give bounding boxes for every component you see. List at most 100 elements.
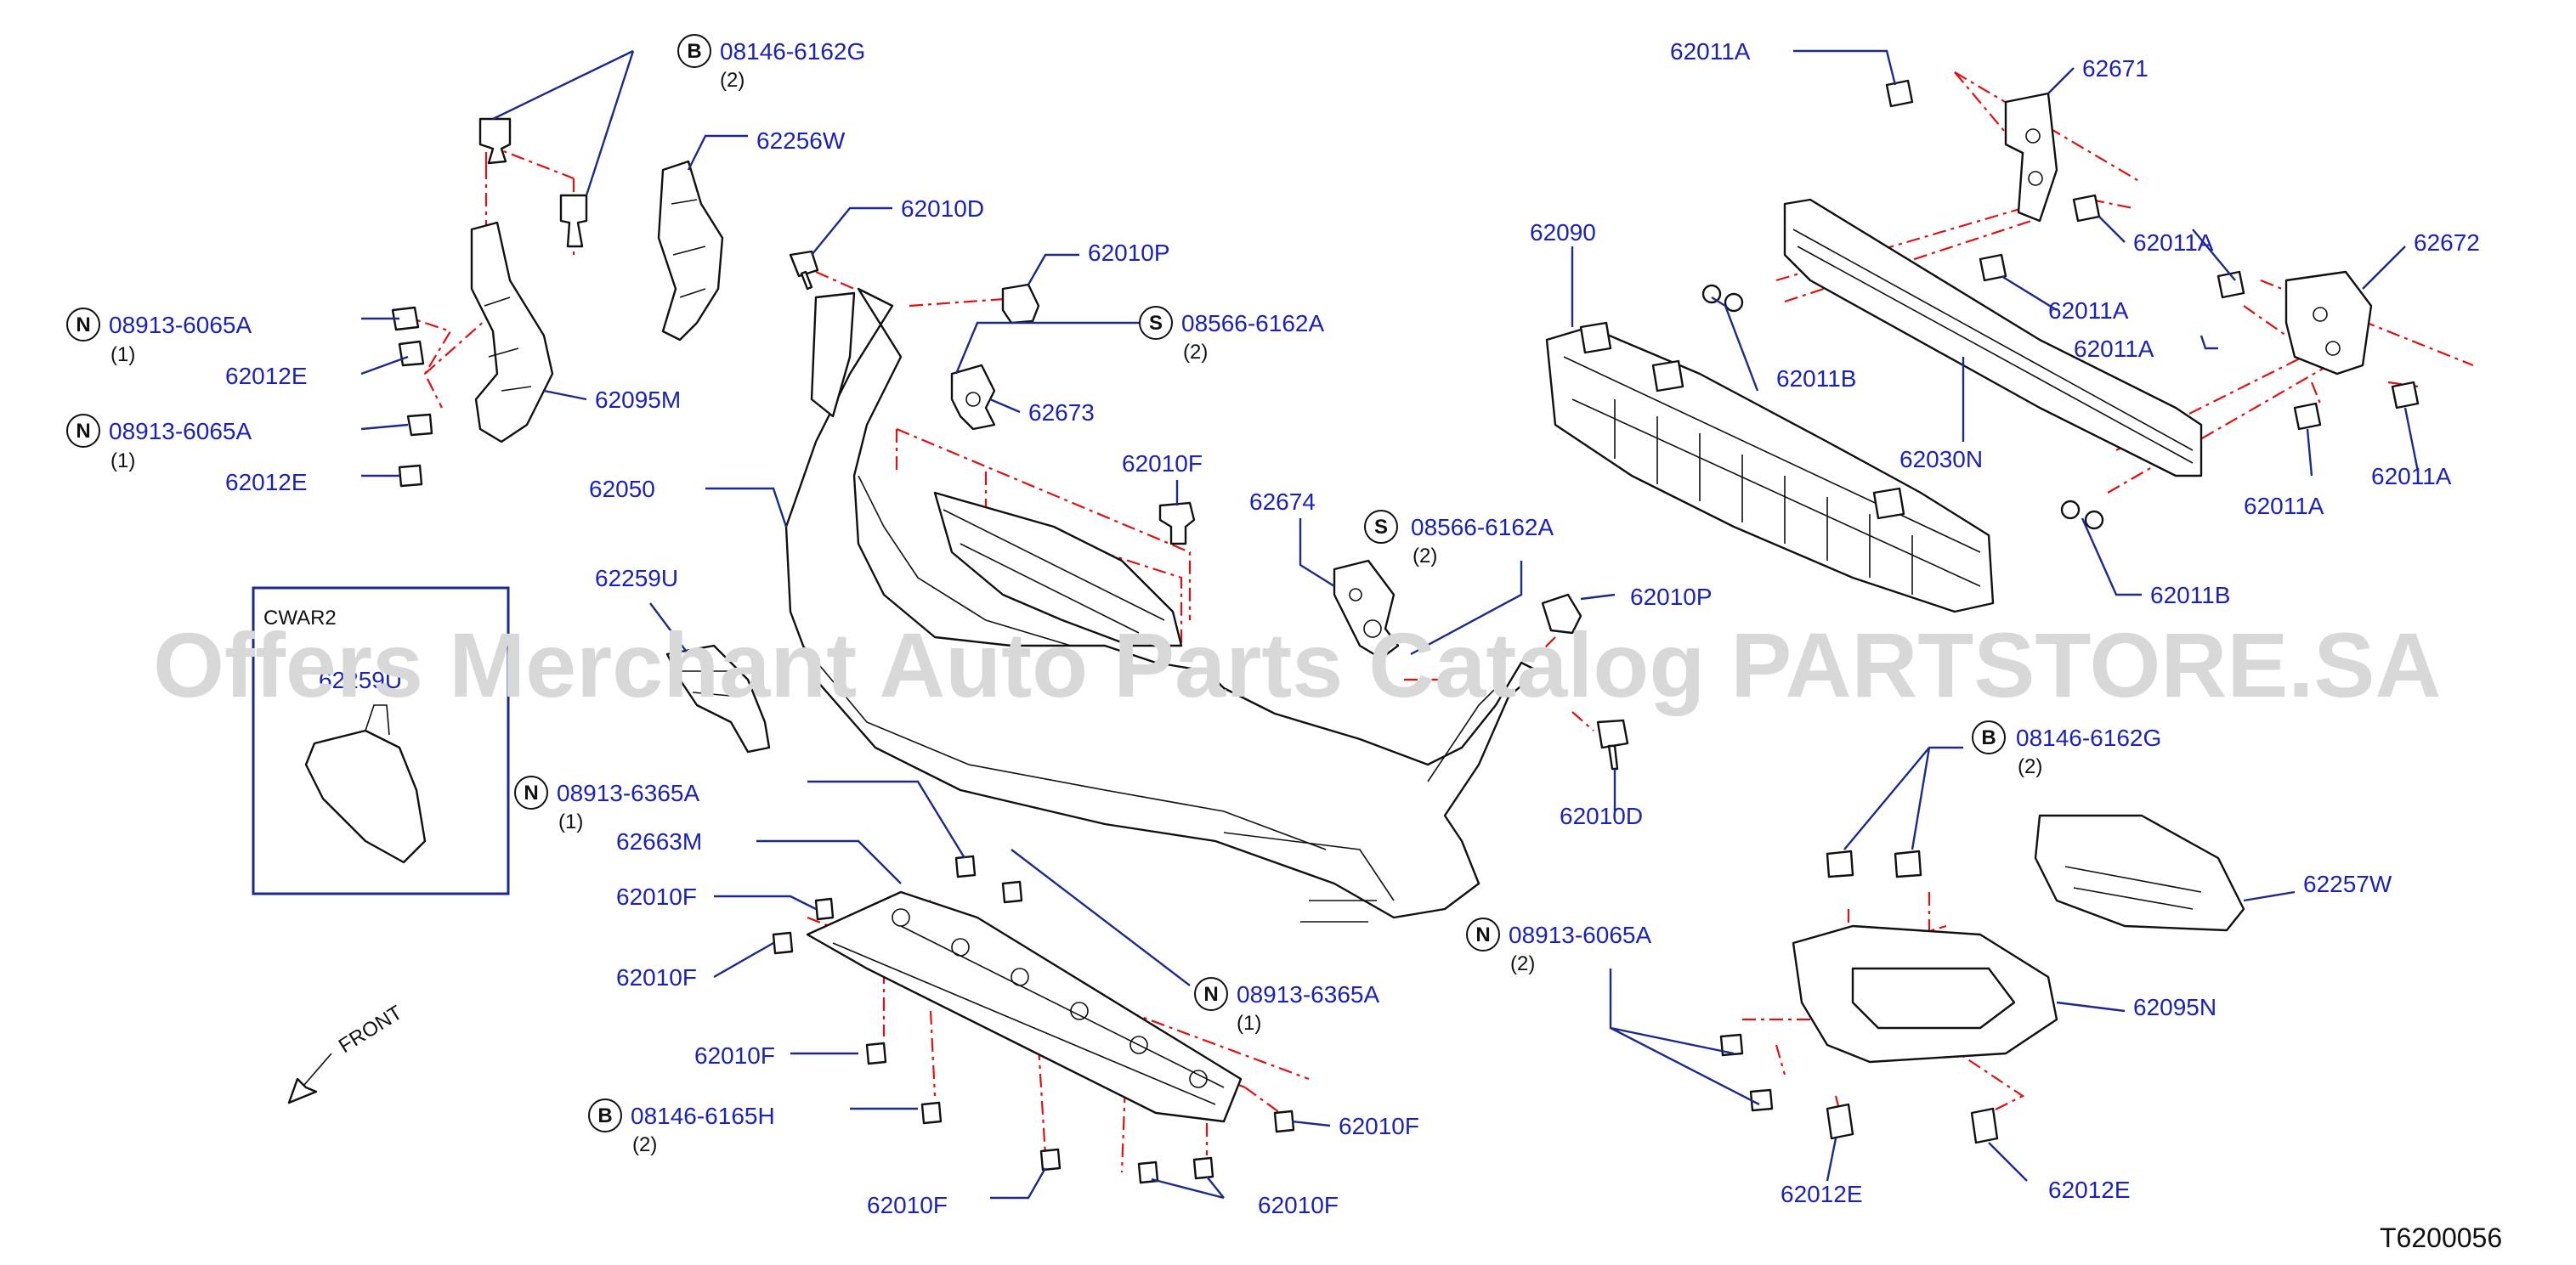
clip-62010p-top-drawing [1001,283,1040,325]
qty-s-08566-6162a-mid: (2) [1413,545,1437,568]
svg-text:B: B [1981,726,1996,749]
label-62011a-5: 62011A [2244,493,2324,519]
label-62012e-3: 62012E [1781,1181,1863,1207]
leader-lines [360,49,2420,1200]
svg-text:S: S [1374,516,1388,539]
inset-panel: CWAR2 62259U [252,586,510,895]
label-62010f-e: 62010F [867,1192,948,1218]
label-62010d-top: 62010D [901,195,984,222]
label-n-08913-6065a-1: 08913-6065A [109,312,252,338]
qty-n-08913-6065a-3: (2) [1510,952,1535,975]
circle-n-3: N [514,776,548,810]
part-labels: 08146-6162G (2) 62256W 62010D 62010P 085… [109,38,2480,1218]
label-62663m: 62663M [616,828,702,855]
qty-n-08913-6065a-1: (1) [110,343,135,366]
stay-62672-drawing [2284,270,2373,376]
label-62672: 62672 [2414,229,2480,256]
bolts-62011a-drawing [1885,79,2420,431]
reinforcement-62030n-drawing [1783,198,2203,477]
label-62674: 62674 [1249,488,1316,515]
label-62671: 62671 [2082,55,2149,82]
label-62030n: 62030N [1899,446,1983,472]
circle-s-1: S [1139,306,1173,340]
label-62050: 62050 [589,476,655,502]
label-62095n: 62095N [2133,994,2216,1020]
bracket-62095n-drawing [1792,924,2058,1064]
label-62010f-b: 62010F [616,964,697,991]
label-62010f-mid: 62010F [1122,450,1203,477]
qty-n-08913-6065a-2: (1) [110,449,135,472]
label-s-08566-6162a-top: 08566-6162A [1181,310,1324,336]
qty-b-08146-6162g-bot: (2) [2018,755,2042,778]
label-62010f-c: 62010F [694,1042,775,1069]
svg-text:N: N [76,420,90,443]
watermark: Offers Merchant Auto Parts Catalog PARTS… [153,613,2441,716]
circle-n-4: N [1194,977,1228,1011]
svg-text:B: B [597,1104,612,1127]
undercover-clips-drawing [772,855,1295,1184]
label-62012e-1: 62012E [225,363,308,389]
label-62011a-6: 62011A [2371,463,2452,489]
label-62010f-f: 62010F [1258,1192,1339,1218]
label-s-08566-6162a-mid: 08566-6162A [1411,514,1554,540]
clip-62010f-mid-drawing [1158,501,1196,545]
label-62011a-2: 62011A [2133,229,2214,256]
duct-62259u-drawing [665,644,771,754]
label-62259u: 62259U [595,565,678,591]
label-62256w: 62256W [756,127,846,154]
label-62090: 62090 [1530,219,1596,246]
circle-n-5: N [1466,918,1500,952]
bolt-62010d-mid-drawing [1596,719,1629,771]
bracket-62095m-drawing [391,117,588,488]
svg-text:S: S [1149,312,1163,335]
bumper-fascia-62050-drawing [784,287,1540,923]
svg-text:N: N [1475,923,1490,946]
label-62011b-2: 62011B [2150,582,2230,608]
label-n-08913-6365a-1: 08913-6365A [557,780,699,806]
inset-part-label: 62259U [319,667,402,693]
label-62095m: 62095M [595,387,681,413]
qty-n-08913-6365a-2: (1) [1237,1012,1261,1035]
label-62010f-a: 62010F [616,884,697,910]
circle-n-2: N [66,414,100,448]
label-62011a-4: 62011A [2074,336,2154,362]
qty-b-08146-6162g-top: (2) [720,69,744,92]
label-b-08146-6162g-top: 08146-6162G [720,38,865,65]
svg-text:B: B [687,40,701,63]
qty-n-08913-6365a-1: (1) [558,810,583,833]
label-62012e-4: 62012E [2048,1177,2131,1203]
circle-b-1: B [677,34,711,68]
bolts-bottom-right-drawing [1719,850,1999,1144]
svg-text:N: N [524,782,538,805]
label-n-08913-6365a-2: 08913-6365A [1237,981,1379,1008]
qty-b-08146-6165h: (2) [632,1133,657,1156]
label-62673: 62673 [1028,399,1095,426]
svg-text:N: N [1203,983,1218,1006]
bracket-62674-drawing [1333,559,1400,660]
label-62010f-d: 62010F [1339,1113,1419,1139]
label-62011b-1: 62011B [1776,365,1856,392]
label-62010d-mid: 62010D [1560,803,1643,829]
label-62011a-1: 62011A [1670,38,1751,65]
inset-title: CWAR2 [263,607,337,630]
front-arrow: FRONT [287,1001,407,1104]
absorber-62090-drawing [1545,321,1995,613]
qty-s-08566-6162a-top: (2) [1183,341,1208,364]
label-n-08913-6065a-2: 08913-6065A [109,418,252,444]
label-n-08913-6065a-3: 08913-6065A [1509,922,1651,948]
svg-text:N: N [76,313,90,336]
label-62011a-3: 62011A [2048,297,2129,324]
label-62257w: 62257W [2303,871,2392,897]
circle-b-2: B [588,1098,622,1132]
circle-markers: B S N N S N N B N B [66,34,2006,1132]
circle-s-2: S [1364,510,1398,544]
stay-62671-drawing [2004,92,2058,223]
label-b-08146-6162g-bot: 08146-6162G [2016,725,2161,751]
bracket-62673-drawing [950,364,996,431]
label-b-08146-6165h: 08146-6165H [631,1103,775,1129]
front-label: FRONT [335,1001,407,1058]
undercover-62663m-drawing [806,890,1243,1123]
label-62010p-mid: 62010P [1630,584,1713,610]
circle-b-3: B [1972,720,2006,754]
